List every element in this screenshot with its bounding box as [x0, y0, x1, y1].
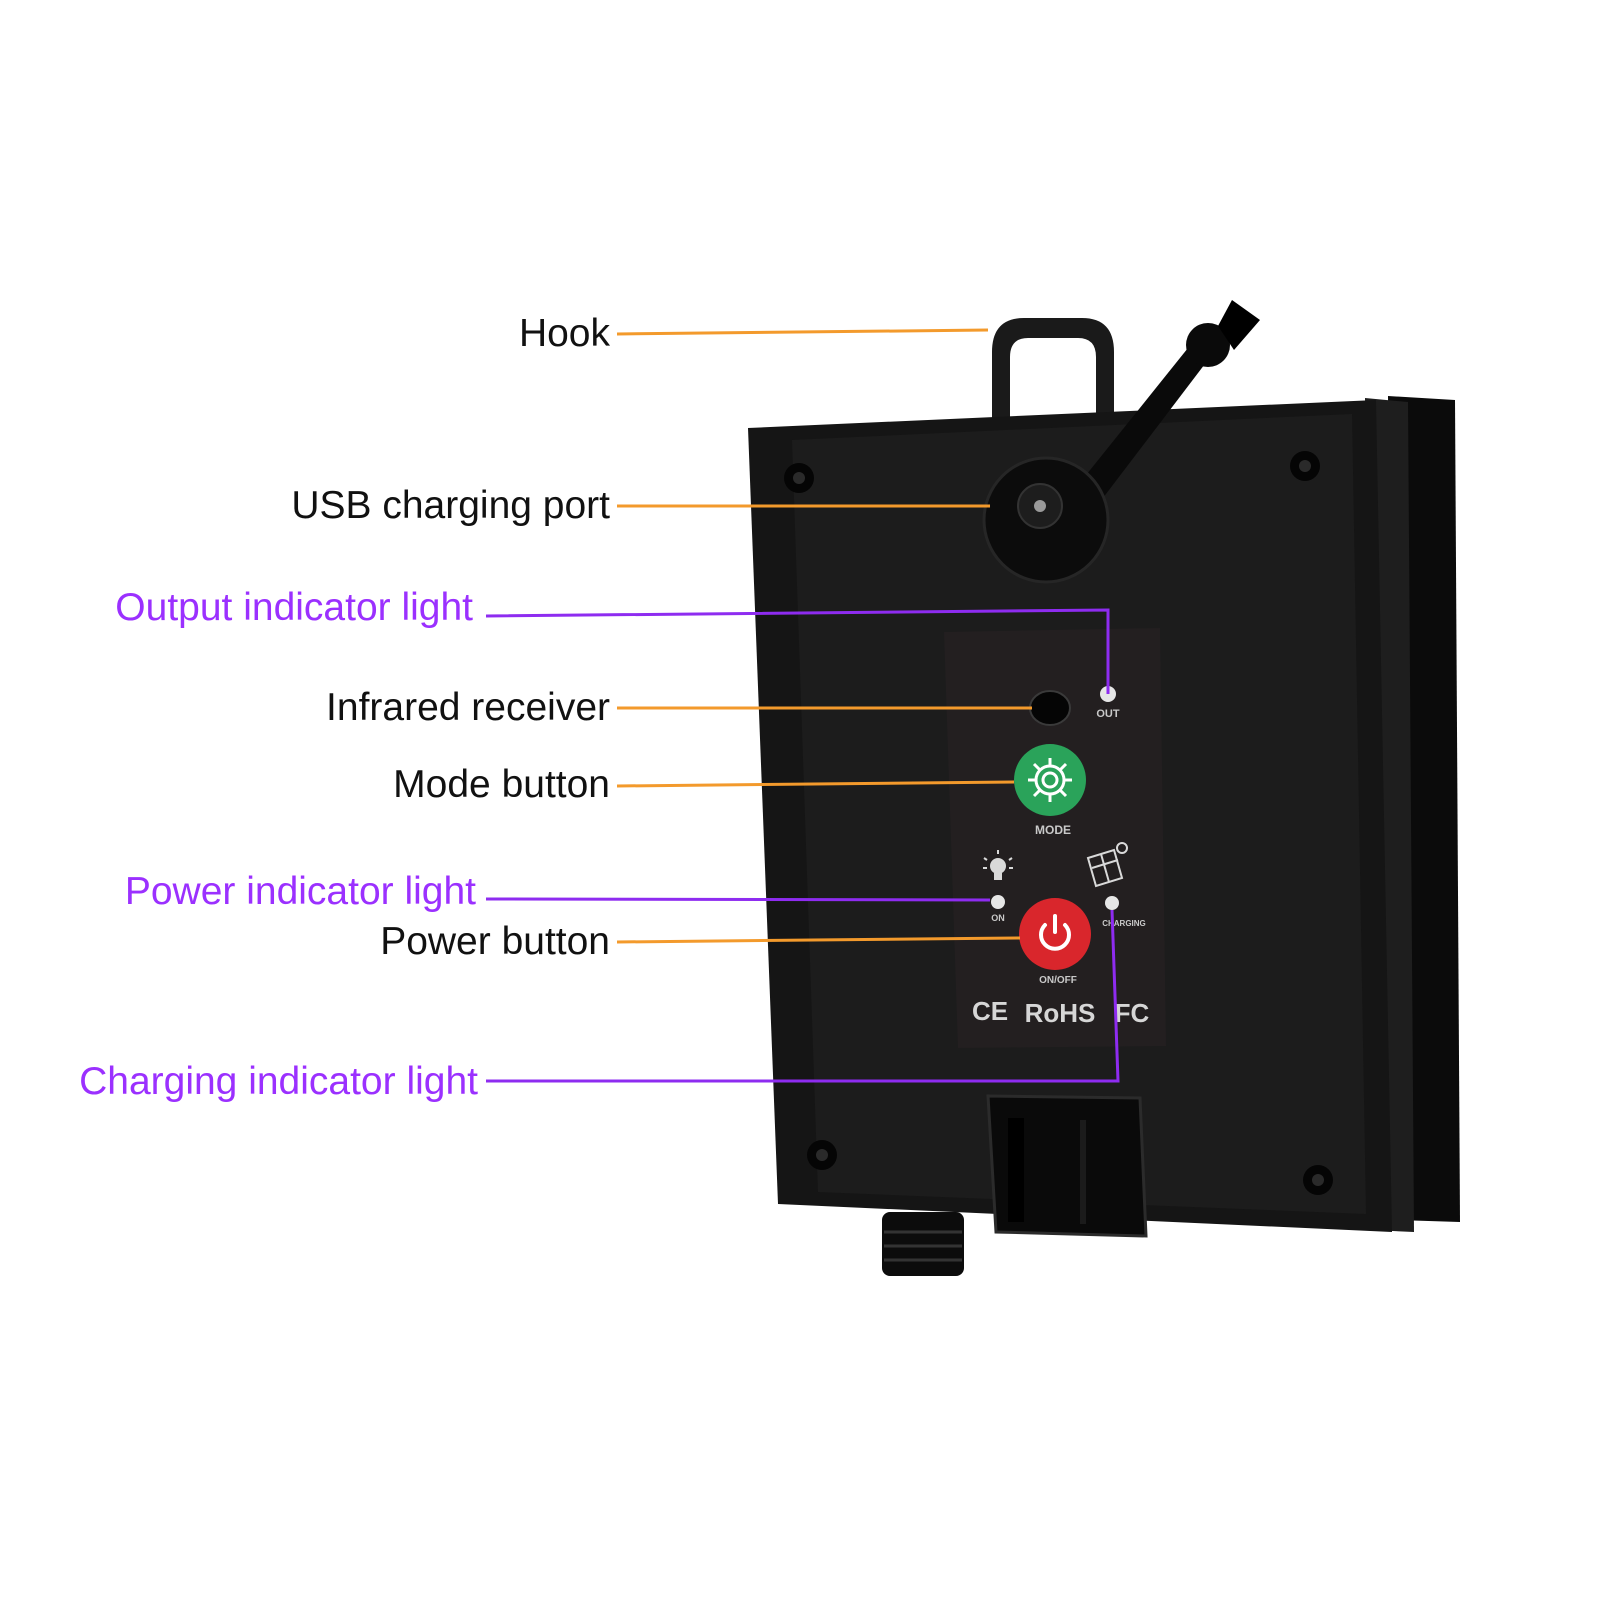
charging-light-leader	[486, 909, 1120, 1083]
power-button-leader	[616, 936, 1021, 944]
infrared-receiver	[1029, 690, 1071, 726]
mode-button-leader	[616, 780, 1015, 788]
cable-connector	[882, 1212, 964, 1276]
hook-leader	[616, 328, 989, 336]
screw-center	[816, 1149, 828, 1161]
battery-compartment	[986, 1094, 1148, 1238]
leader-lines	[485, 328, 1120, 1083]
screw-center	[1299, 460, 1311, 472]
power-icon	[1039, 914, 1071, 951]
output-light-leader	[485, 608, 1110, 694]
rohs-mark: RoHS	[1025, 998, 1096, 1028]
label-infrared-receiver: Infrared receiver	[326, 686, 610, 729]
label-power-indicator-light: Power indicator light	[125, 870, 476, 913]
screw-center	[793, 472, 805, 484]
label-power-button: Power button	[380, 920, 610, 963]
gear-icon	[1028, 758, 1072, 802]
control-panel	[944, 628, 1166, 1048]
battery-slot	[1008, 1118, 1024, 1222]
on-text: ON	[991, 913, 1005, 923]
charging-text: CHARGING	[1102, 919, 1146, 928]
out-text: OUT	[1096, 708, 1120, 720]
battery-slot	[1080, 1120, 1086, 1224]
mode-text: MODE	[1035, 823, 1071, 837]
label-mode-button: Mode button	[393, 763, 610, 806]
charging-indicator-light	[1105, 896, 1119, 910]
solar-panel-icon	[1086, 842, 1128, 888]
labels: Hook USB charging port Output indicator …	[79, 312, 610, 1103]
power-light-leader	[485, 897, 991, 902]
mode-button[interactable]	[1014, 744, 1086, 816]
label-usb-charging-port: USB charging port	[291, 484, 610, 527]
port-cover-tip	[1218, 300, 1260, 350]
ce-mark: CE	[972, 996, 1008, 1026]
power-indicator-light	[991, 895, 1005, 909]
label-charging-indicator-light: Charging indicator light	[79, 1060, 478, 1103]
device: OUT MODE ON	[748, 300, 1460, 1276]
label-output-indicator-light: Output indicator light	[115, 586, 473, 629]
fc-mark: FC	[1115, 998, 1150, 1028]
onoff-text: ON/OFF	[1039, 975, 1077, 986]
port-cover-knob	[1186, 323, 1230, 367]
bulb-icon	[983, 850, 1013, 880]
label-hook: Hook	[519, 312, 611, 355]
hook	[992, 318, 1114, 420]
usb-port-pin	[1034, 500, 1046, 512]
screw-center	[1312, 1174, 1324, 1186]
